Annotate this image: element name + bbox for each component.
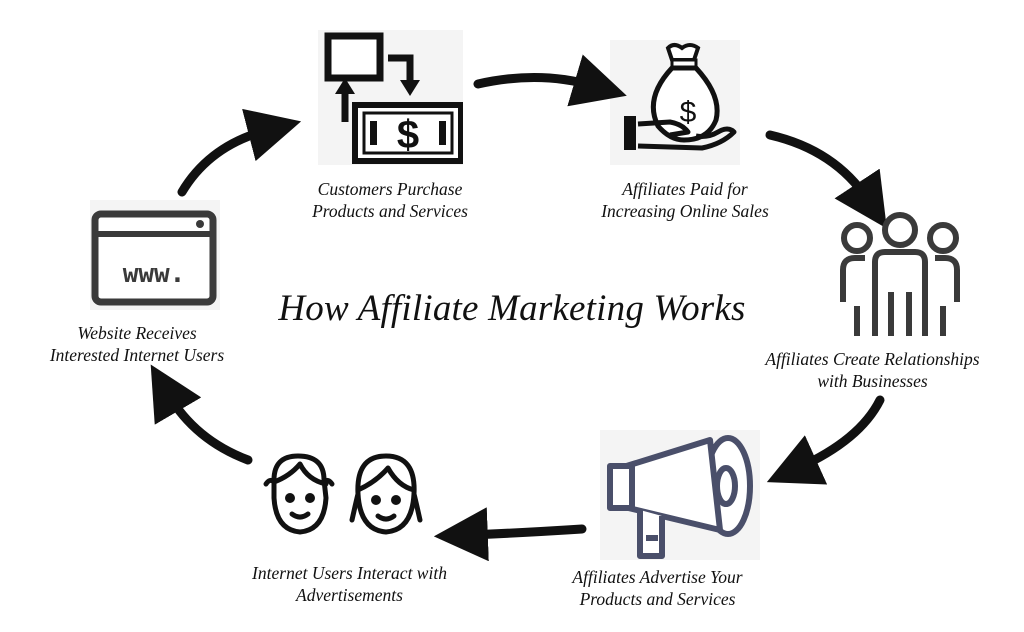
diagram-title: How Affiliate Marketing Works bbox=[278, 288, 746, 329]
browser-www-icon: www. bbox=[91, 210, 217, 306]
step-label-line: Increasing Online Sales bbox=[601, 201, 769, 221]
arrow-top bbox=[473, 54, 627, 107]
step-label-customers-purchase: Customers Purchase Products and Services bbox=[275, 178, 505, 222]
people-group-icon bbox=[840, 212, 960, 336]
step-label-line: Website Receives bbox=[77, 323, 197, 343]
step-label-line: Affiliates Advertise Your bbox=[572, 567, 743, 587]
money-bag-hand-icon: $ bbox=[624, 43, 737, 151]
arrow-right bbox=[766, 395, 885, 485]
arrow-left bbox=[177, 108, 302, 197]
step-label-line: Affiliates Paid for bbox=[622, 179, 748, 199]
step-label-users-interact: Internet Users Interact with Advertiseme… bbox=[212, 562, 487, 606]
money-exchange-icon: $ bbox=[324, 32, 463, 164]
step-label-line: with Businesses bbox=[817, 371, 928, 391]
step-label-affiliates-relationships: Affiliates Create Relationships with Bus… bbox=[730, 348, 1015, 392]
step-label-website-receives: Website Receives Interested Internet Use… bbox=[22, 322, 252, 366]
step-label-line: Products and Services bbox=[312, 201, 468, 221]
dollar-glyph: $ bbox=[397, 113, 419, 157]
megaphone-icon bbox=[607, 435, 753, 559]
step-label-affiliates-paid: Affiliates Paid for Increasing Online Sa… bbox=[565, 178, 805, 222]
two-faces-icon bbox=[263, 453, 423, 535]
step-label-line: Interested Internet Users bbox=[49, 345, 225, 365]
www-text: www. bbox=[123, 259, 186, 289]
step-label-line: Products and Services bbox=[579, 589, 736, 609]
dollar-glyph: $ bbox=[680, 96, 697, 129]
step-label-line: Internet Users Interact with bbox=[252, 563, 447, 583]
step-label-line: Affiliates Create Relationships bbox=[765, 349, 980, 369]
step-label-line: Customers Purchase bbox=[317, 179, 463, 199]
arrow-bottom-left bbox=[150, 364, 253, 465]
step-label-affiliates-advertise: Affiliates Advertise Your Products and S… bbox=[535, 566, 780, 610]
arrow-top-right bbox=[765, 130, 887, 229]
arrow-bottom bbox=[433, 507, 587, 562]
step-label-line: Advertisements bbox=[296, 585, 403, 605]
